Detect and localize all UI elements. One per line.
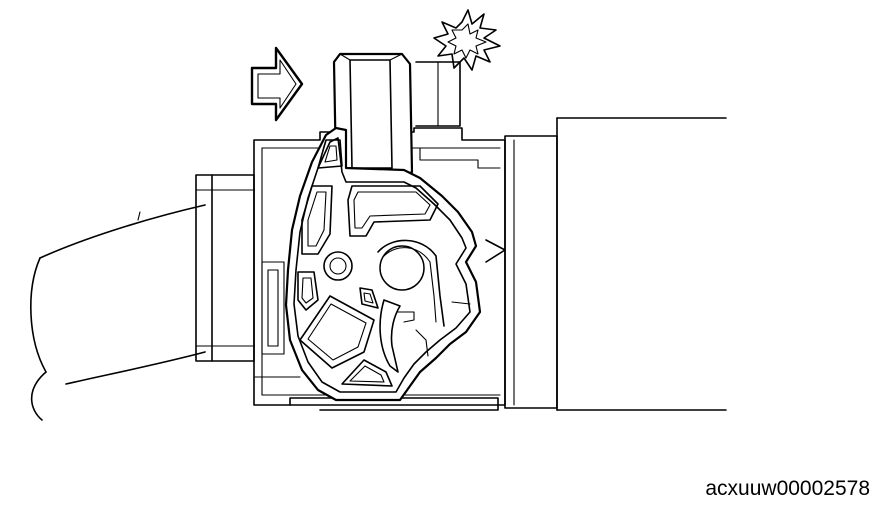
figure-id-label: acxuuw00002578 xyxy=(705,477,870,500)
lock-plate xyxy=(284,126,482,402)
connector-boot xyxy=(195,174,255,362)
right-arrow-icon xyxy=(250,46,304,122)
wire-harness xyxy=(30,204,206,421)
mating-connector xyxy=(556,117,727,411)
click-burst-icon xyxy=(433,9,501,71)
lock-slider xyxy=(332,52,461,178)
